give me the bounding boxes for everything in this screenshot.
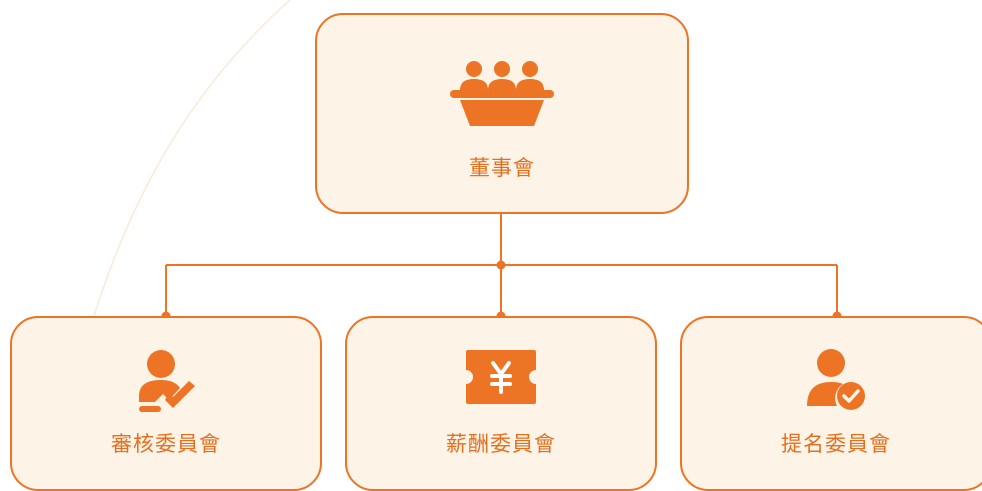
node-nomination-committee: 提名委員會 bbox=[680, 316, 982, 491]
node-label: 審核委員會 bbox=[111, 433, 221, 456]
board-meeting-icon bbox=[450, 60, 554, 137]
node-remuneration-committee: 薪酬委員會 bbox=[345, 316, 657, 491]
user-approval-icon bbox=[135, 348, 197, 419]
node-audit-committee: 審核委員會 bbox=[10, 316, 322, 491]
yen-ticket-icon bbox=[464, 348, 538, 411]
connector-junction-dot bbox=[496, 260, 506, 270]
node-board-of-directors: 董事會 bbox=[315, 13, 689, 214]
node-label: 董事會 bbox=[469, 157, 535, 180]
user-check-icon bbox=[807, 348, 865, 417]
node-label: 薪酬委員會 bbox=[446, 433, 556, 456]
node-label: 提名委員會 bbox=[781, 433, 891, 456]
